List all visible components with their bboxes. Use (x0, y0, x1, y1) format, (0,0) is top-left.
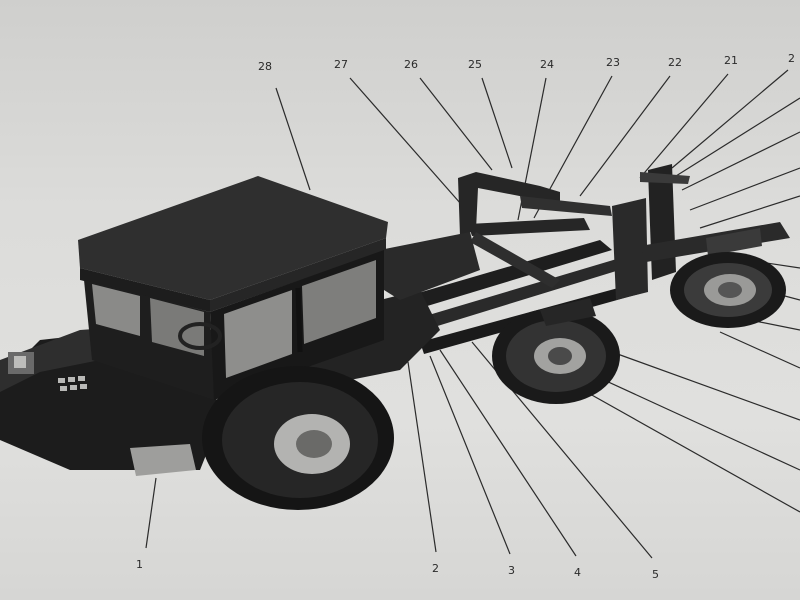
cab-roof-edge (80, 268, 210, 312)
rear-attachment-wheel (670, 252, 786, 328)
leader-line-4 (439, 349, 577, 557)
leader-line-extra-c (689, 167, 800, 211)
label-27: 27 (334, 58, 348, 71)
leader-line-right-g (589, 393, 800, 513)
cab-step (130, 444, 196, 476)
label-4: 4 (574, 566, 581, 579)
diagonal-strut-lower (470, 232, 560, 288)
top-leader-lines (275, 69, 800, 229)
label-22: 22 (668, 56, 682, 69)
leader-line-right-e (611, 351, 800, 421)
middle-attachment-wheel (492, 298, 620, 404)
rear-fender (380, 232, 480, 300)
label-2: 2 (432, 562, 439, 575)
steering-wheel (178, 322, 222, 350)
label-26: 26 (404, 58, 418, 71)
cab-door-pillar (295, 287, 303, 353)
leader-line-28 (275, 87, 311, 191)
leader-line-right-f (603, 379, 800, 471)
upper-frame-bracket (458, 172, 560, 236)
post-cap (640, 172, 690, 184)
cab-roof (78, 176, 388, 300)
wheel-fork (540, 298, 596, 326)
leader-line-22 (579, 75, 671, 197)
lower-beam-mid (412, 258, 626, 332)
leader-line-2 (407, 361, 437, 553)
label-21: 21 (724, 54, 738, 67)
leader-line-1 (145, 477, 157, 549)
label-28: 28 (258, 60, 272, 73)
cab-side-window-rear (302, 260, 376, 344)
label-20-partial: 2 (788, 52, 795, 65)
tractor-body (0, 176, 480, 476)
label-23: 23 (606, 56, 620, 69)
lower-beam-left (408, 240, 612, 310)
grille-vents (58, 376, 87, 391)
part-number-labels: 28 27 26 25 24 23 22 21 2 1 2 3 4 5 (136, 52, 795, 581)
upper-cross-bar (520, 196, 612, 216)
cab-side-window-front (224, 290, 292, 378)
leader-line-right-d (719, 331, 800, 369)
leader-line-extra-b (681, 131, 800, 191)
rear-wheel-hub (296, 430, 332, 458)
leader-line-extra-a (675, 97, 800, 177)
cab-front-window-right (150, 298, 204, 356)
front-light-lens (14, 356, 26, 368)
vertical-post (612, 198, 648, 300)
label-24: 24 (540, 58, 554, 71)
leader-line-26 (419, 77, 493, 171)
leader-line-extra-d (699, 195, 800, 229)
leader-line-21 (639, 73, 729, 179)
label-5: 5 (652, 568, 659, 581)
label-1: 1 (136, 558, 143, 571)
rear-axle-bracket (706, 228, 762, 256)
diagonal-strut (468, 218, 590, 236)
leader-line-20 (671, 69, 789, 169)
tractor-rear-wheel (202, 366, 394, 510)
leader-line-27 (349, 77, 469, 213)
cab-roof-side-edge (210, 238, 386, 312)
leader-line-25 (481, 77, 513, 169)
leader-line-3 (429, 355, 511, 555)
label-3: 3 (508, 564, 515, 577)
label-25: 25 (468, 58, 482, 71)
cab-front-window-left (92, 284, 140, 336)
